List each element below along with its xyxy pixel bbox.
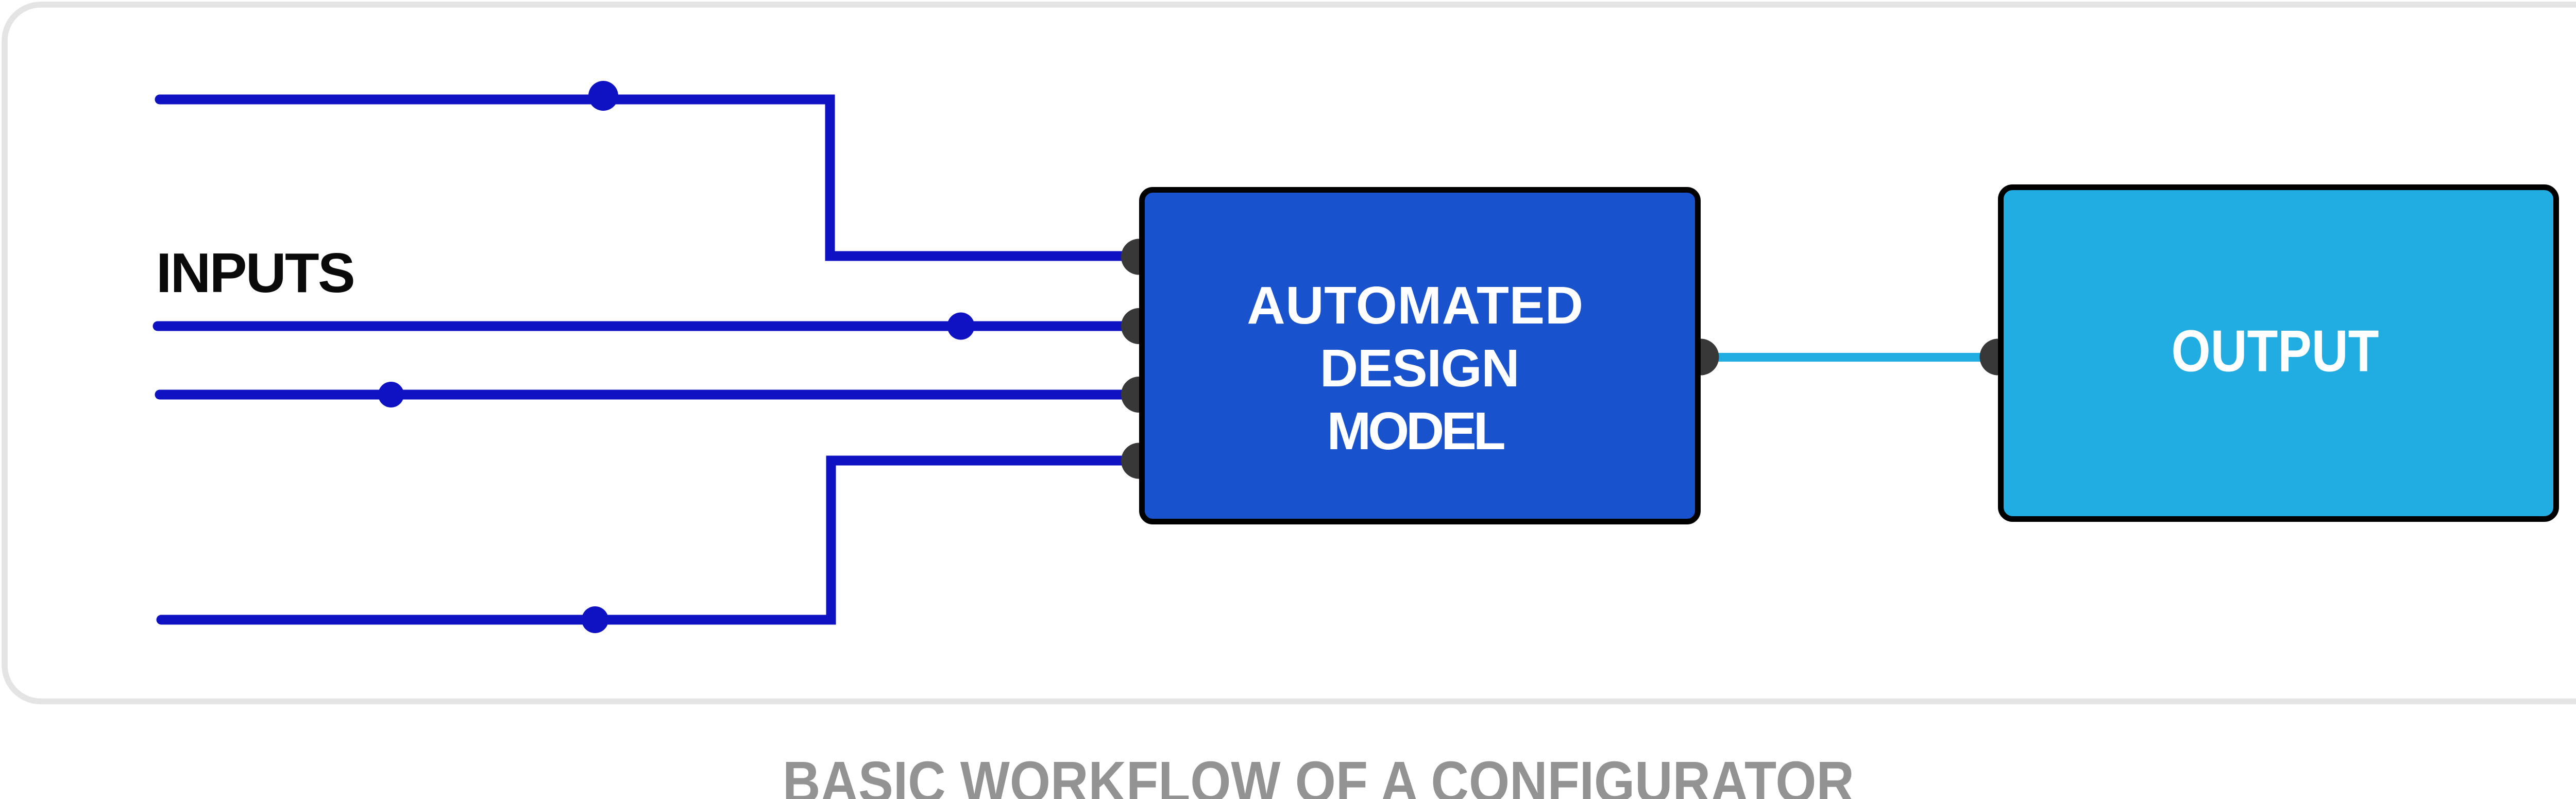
- svg-text:MODEL: MODEL: [1327, 401, 1504, 461]
- svg-text:INPUTS: INPUTS: [156, 242, 354, 304]
- svg-text:AUTOMATED: AUTOMATED: [1247, 276, 1583, 335]
- svg-text:OUTPUT: OUTPUT: [2172, 319, 2379, 384]
- svg-text:DESIGN: DESIGN: [1320, 338, 1519, 398]
- svg-text:BASIC WORKFLOW OF A CONFIGURAT: BASIC WORKFLOW OF A CONFIGURATOR: [783, 750, 1854, 799]
